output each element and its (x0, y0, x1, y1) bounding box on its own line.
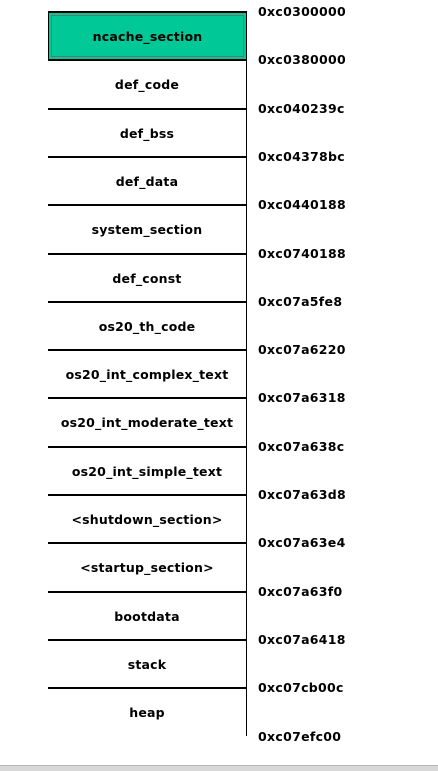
section-boundary-line (48, 301, 247, 303)
section-boundary-line (48, 591, 247, 593)
boundary-address-label: 0xc07a5fe8 (258, 294, 343, 309)
section-os20-th-code: os20_th_code (48, 303, 246, 349)
boundary-address-label: 0xc07efc00 (258, 729, 342, 744)
section-def-const: def_const (48, 255, 246, 301)
section-def-bss: def_bss (48, 110, 246, 156)
section-system-section: system_section (48, 206, 246, 253)
section-boundary-line (48, 494, 247, 496)
boundary-address-label: 0xc0740188 (258, 246, 347, 261)
section-boundary-line (48, 542, 247, 544)
window-bottom-edge (0, 765, 438, 771)
boundary-address-label: 0xc07a6220 (258, 342, 346, 357)
section-def-data: def_data (48, 158, 246, 204)
boundary-address-label: 0xc07a63e4 (258, 535, 346, 550)
section-boundary-line (48, 156, 247, 158)
section-os20-int-simple-text: os20_int_simple_text (48, 448, 246, 494)
boundary-address-label: 0xc07a63f0 (258, 584, 343, 599)
boundary-address-label: 0xc0300000 (258, 4, 347, 19)
section-shutdown-section: <shutdown_section> (48, 496, 246, 542)
boundary-address-label: 0xc040239c (258, 101, 345, 116)
section-os20-int-moderate-text: os20_int_moderate_text (48, 399, 246, 446)
section-heap: heap (48, 689, 246, 736)
section-os20-int-complex-text: os20_int_complex_text (48, 351, 246, 397)
section-boundary-line (48, 11, 247, 13)
section-boundary-line (48, 349, 247, 351)
section-boundary-line (48, 397, 247, 399)
section-stack: stack (48, 641, 246, 687)
boundary-address-label: 0xc04378bc (258, 149, 346, 164)
boundary-address-label: 0xc0380000 (258, 52, 347, 67)
memory-map-right-border (246, 12, 247, 736)
boundary-address-label: 0xc0440188 (258, 197, 347, 212)
boundary-address-label: 0xc07cb00c (258, 680, 344, 695)
section-def-code: def_code (48, 61, 246, 108)
section-ncache-section: ncache_section (49, 13, 246, 59)
section-boundary-line (48, 108, 247, 110)
section-boundary-line (48, 639, 247, 641)
section-boundary-line (48, 446, 247, 448)
section-bootdata: bootdata (48, 593, 246, 639)
section-boundary-line (48, 59, 247, 61)
boundary-address-label: 0xc07a6418 (258, 632, 346, 647)
boundary-address-label: 0xc07a63d8 (258, 487, 347, 502)
boundary-address-label: 0xc07a6318 (258, 390, 346, 405)
section-boundary-line (48, 253, 247, 255)
section-startup-section: <startup_section> (48, 544, 246, 591)
section-boundary-line (48, 204, 247, 206)
boundary-address-label: 0xc07a638c (258, 439, 345, 454)
section-boundary-line (48, 687, 247, 689)
